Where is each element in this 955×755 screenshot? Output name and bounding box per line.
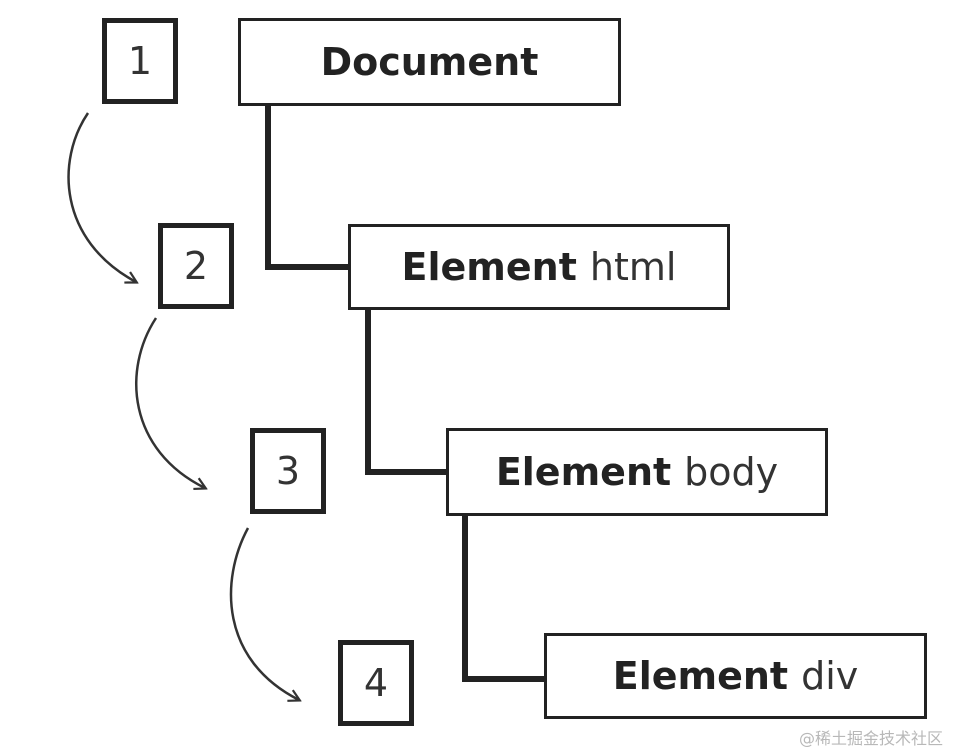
node-document: Document: [238, 18, 621, 106]
node-document-label: Document: [320, 40, 539, 84]
arrow-step-2-to-3: [135, 317, 205, 488]
step-4-box: 4: [338, 640, 414, 726]
step-3-box: 3: [250, 428, 326, 514]
arrow-step-3-to-4: [229, 527, 299, 700]
connector-document-html: [265, 104, 350, 270]
node-html-tag: html: [589, 245, 677, 289]
step-2-number: 2: [183, 244, 209, 288]
connector-html-body: [365, 308, 447, 475]
step-1-box: 1: [102, 18, 178, 104]
node-element-html: Element html: [348, 224, 730, 310]
node-element-div: Element div: [544, 633, 927, 719]
node-body-type: Element: [495, 450, 672, 494]
step-1-number: 1: [127, 39, 153, 83]
connector-body-div: [462, 515, 545, 682]
arrow-step-1-to-2: [67, 112, 136, 282]
node-div-tag: div: [801, 654, 859, 698]
step-4-number: 4: [363, 661, 389, 705]
step-3-number: 3: [275, 449, 301, 493]
step-2-box: 2: [158, 223, 234, 309]
watermark: @稀土掘金技术社区: [798, 729, 943, 748]
node-body-tag: body: [684, 450, 779, 494]
node-element-body: Element body: [446, 428, 828, 516]
node-div-type: Element: [612, 654, 789, 698]
node-html-type: Element: [401, 245, 577, 289]
